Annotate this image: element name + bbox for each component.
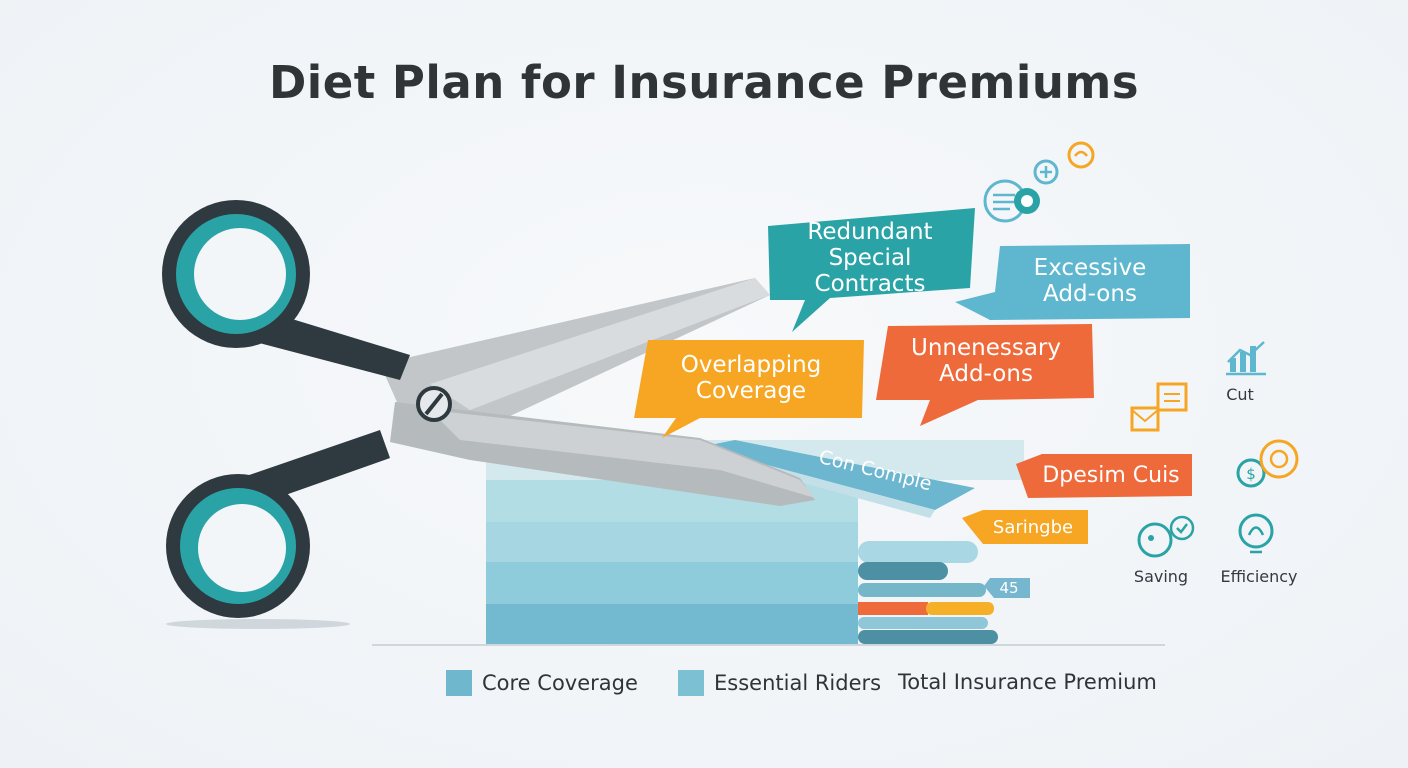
bubble-redundant-label: Redundant Special Contracts xyxy=(807,219,933,297)
scissors-shadow xyxy=(166,619,350,629)
label-efficiency: Efficiency xyxy=(1220,567,1298,586)
tag-number: 45 xyxy=(999,578,1019,597)
upper-blade-shine xyxy=(430,278,770,410)
floating-icons xyxy=(983,141,1095,223)
label-cut: Cut xyxy=(1226,385,1254,404)
legend-riders-label: Essential Riders xyxy=(714,671,882,695)
lower-handle-hole xyxy=(198,504,286,592)
strip-dark-1 xyxy=(858,562,948,580)
tag-dpesim: Dpesim Cuis xyxy=(1042,462,1180,488)
bubble-unnecessary-shape xyxy=(876,324,1094,426)
envelope-icon xyxy=(1130,382,1188,432)
lightbulb-icon xyxy=(1238,513,1274,554)
strip-light xyxy=(858,541,978,563)
tag-saringbe: Saringbe xyxy=(992,516,1074,538)
legend-riders-swatch xyxy=(678,670,704,696)
strip-red xyxy=(858,602,928,615)
cut-strip xyxy=(700,440,975,510)
scissors xyxy=(162,200,815,618)
bubble-unnecessary-label: Unnenessary Add-ons xyxy=(911,335,1061,387)
stack-layer-3 xyxy=(486,522,858,562)
page-title: Diet Plan for Insurance Premiums xyxy=(268,56,1140,109)
stack-layer-5 xyxy=(486,604,858,644)
bubble-excessive-label: Excessive Add-ons xyxy=(1033,255,1147,307)
strip-mid xyxy=(858,583,986,597)
pivot-slot xyxy=(424,392,444,416)
legend-core-swatch xyxy=(446,670,472,696)
legend-core-label: Core Coverage xyxy=(482,671,638,695)
bubble-excessive-shape xyxy=(955,244,1190,320)
chart-icon xyxy=(1226,341,1266,376)
lower-blade-shine xyxy=(430,410,815,498)
legend-core: Core Coverage xyxy=(446,670,638,696)
bubble-dpesim-shape xyxy=(1016,454,1192,498)
bubble-overlapping-shape xyxy=(634,340,864,438)
svg-text:$: $ xyxy=(1246,465,1256,483)
bubble-redundant-shape xyxy=(768,208,975,332)
legend-total-label: Total Insurance Premium xyxy=(898,670,1157,694)
strip-dark-2 xyxy=(858,630,998,644)
bubble-number-shape xyxy=(984,578,1030,598)
piggy-bank-icon xyxy=(1137,515,1195,558)
upper-handle-hole xyxy=(194,228,286,320)
strip-orange xyxy=(926,602,994,615)
bubble-saringbe-shape xyxy=(962,510,1088,544)
plus-icon xyxy=(1033,159,1059,185)
legend-riders: Essential Riders xyxy=(678,670,881,696)
stack-layer-4 xyxy=(486,562,858,604)
label-saving: Saving xyxy=(1133,567,1189,586)
strip-light-2 xyxy=(858,617,988,629)
refresh-icon xyxy=(1067,141,1095,169)
bubble-overlapping-label: Overlapping Coverage xyxy=(680,352,822,404)
legend-total: Total Insurance Premium xyxy=(898,670,1157,694)
coin-icon: $ xyxy=(1236,439,1299,488)
